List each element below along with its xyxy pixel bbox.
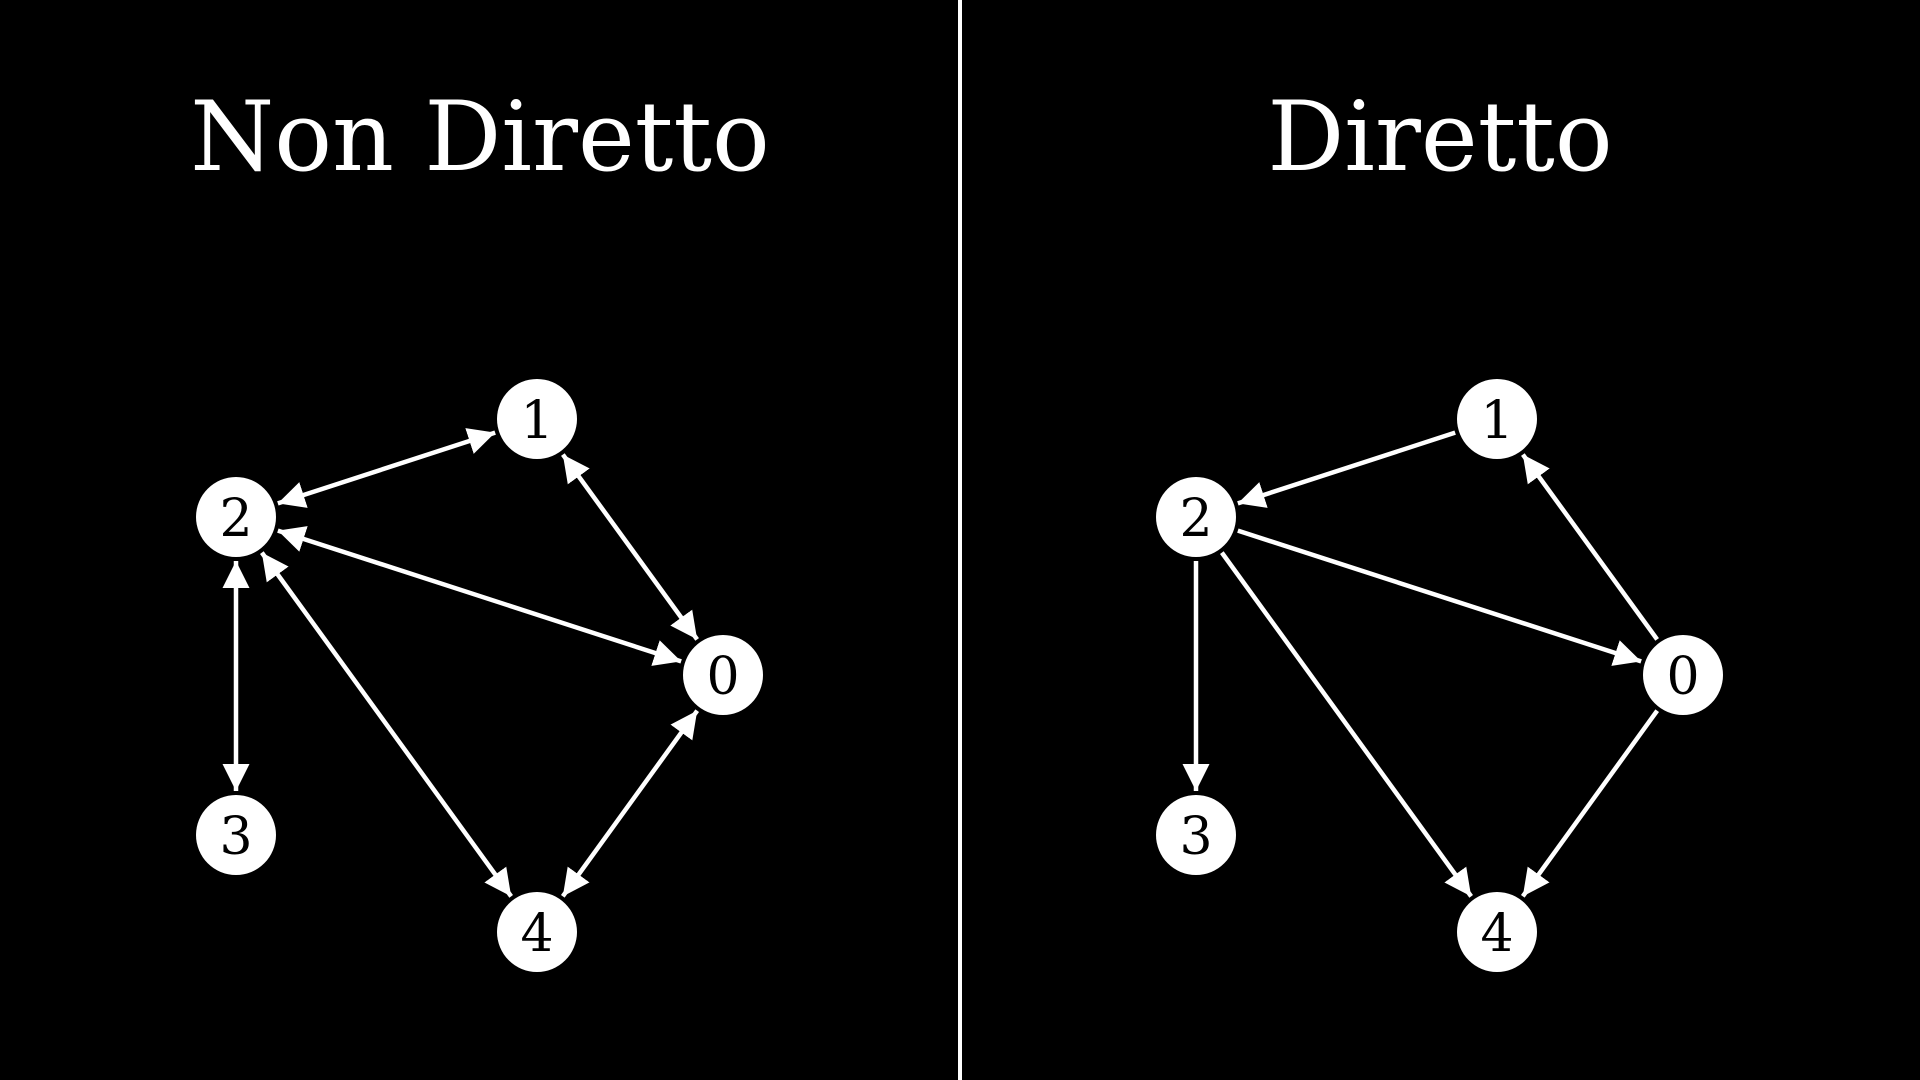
node-circle xyxy=(497,379,577,459)
edge-0-4 xyxy=(560,709,700,898)
node-4: 4 xyxy=(497,892,577,972)
nodes-directed: 0 1 2 3 4 xyxy=(1156,379,1723,972)
node-3: 3 xyxy=(1156,795,1236,875)
node-circle xyxy=(683,635,763,715)
panel-title-undirected: Non Diretto xyxy=(190,81,769,193)
node-circle xyxy=(1156,795,1236,875)
node-label: 4 xyxy=(520,904,553,964)
node-label: 4 xyxy=(1480,904,1513,964)
edge-2-0 xyxy=(277,526,682,666)
node-0: 0 xyxy=(683,635,763,715)
node-circle xyxy=(497,892,577,972)
node-4: 4 xyxy=(1457,892,1537,972)
node-label: 0 xyxy=(706,647,739,707)
node-circle xyxy=(196,477,276,557)
panel-directed: Diretto 0 1 2 3 4 xyxy=(1156,81,1723,972)
edge-2-0 xyxy=(1237,528,1642,666)
edge-0-4 xyxy=(1520,709,1660,898)
node-circle xyxy=(196,795,276,875)
node-2: 2 xyxy=(1156,477,1236,557)
node-label: 0 xyxy=(1666,647,1699,707)
node-label: 2 xyxy=(1179,489,1212,549)
node-circle xyxy=(1156,477,1236,557)
node-2: 2 xyxy=(196,477,276,557)
edges-undirected xyxy=(222,428,700,898)
node-1: 1 xyxy=(497,379,577,459)
edge-2-4 xyxy=(1220,551,1473,898)
node-circle xyxy=(1457,379,1537,459)
edge-1-2 xyxy=(1237,430,1456,508)
node-label: 3 xyxy=(1179,807,1212,867)
node-label: 1 xyxy=(1480,391,1513,451)
edge-2-4 xyxy=(260,551,513,898)
node-label: 1 xyxy=(520,391,553,451)
panel-undirected: Non Diretto 0 1 2 3 4 xyxy=(190,81,770,972)
edge-0-1 xyxy=(1521,453,1659,641)
edge-2-1 xyxy=(277,428,496,508)
edges-directed xyxy=(1182,430,1660,898)
edge-1-0 xyxy=(561,453,699,641)
node-circle xyxy=(1643,635,1723,715)
panel-title-directed: Diretto xyxy=(1267,81,1612,193)
node-circle xyxy=(1457,892,1537,972)
nodes-undirected: 0 1 2 3 4 xyxy=(196,379,763,972)
node-0: 0 xyxy=(1643,635,1723,715)
node-label: 3 xyxy=(219,807,252,867)
node-1: 1 xyxy=(1457,379,1537,459)
node-3: 3 xyxy=(196,795,276,875)
node-label: 2 xyxy=(219,489,252,549)
